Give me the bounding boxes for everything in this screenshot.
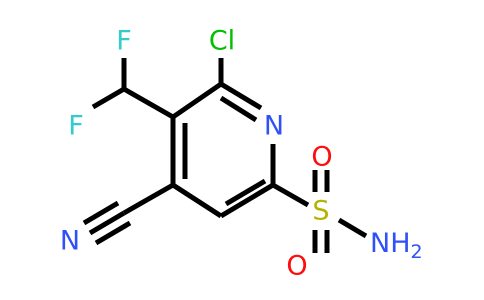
bond-chf2-f-bottom [91,86,126,110]
bond-c5-c6-inner [224,178,267,207]
bond-c4-cn [122,182,175,216]
atom-cl: Cl [209,26,235,57]
bond-cn-triple-3 [94,220,132,246]
atom-o-top: O [311,142,332,173]
bond-s-nh2 [337,217,368,239]
bond-c3-chf2 [122,86,175,120]
bond-n1-c2 [219,81,263,111]
bond-c2-c3 [171,81,223,120]
atom-nh2-main: NH [370,228,411,259]
bond-c4-c5 [171,182,223,219]
atom-o-bottom: O [286,251,307,282]
atom-nh2: NH2 [370,228,423,263]
atom-s: S [312,196,329,227]
bond-cn-triple-1 [88,210,126,236]
atom-f-top: F [116,26,132,57]
atom-n-ring: N [264,111,284,142]
atom-n-nitrile: N [60,226,80,257]
bond-c5-c6 [219,182,275,219]
atom-nh2-subscript: 2 [411,241,423,263]
bond-cn-triple-2 [82,200,120,226]
bond-c6-s [271,182,310,208]
bond-n1-c2-inner [219,95,258,123]
atom-f-bottom: F [68,111,84,142]
